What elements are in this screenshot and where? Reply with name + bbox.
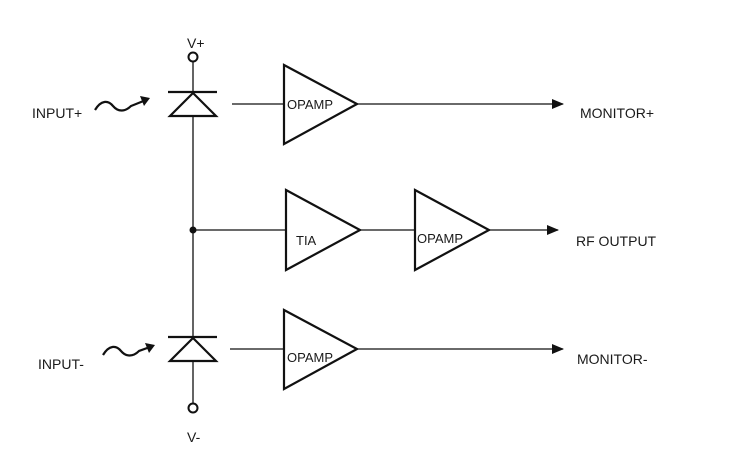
monitor-plus-label: MONITOR+	[580, 105, 654, 121]
input-plus-light-wave-icon	[94, 98, 147, 112]
top-photodiode	[167, 91, 219, 118]
input-minus-arrowhead-icon	[145, 343, 155, 353]
rf-output-label: RF OUTPUT	[576, 233, 657, 249]
bottom-photodiode	[167, 336, 219, 363]
opamp-middle-triangle	[413, 188, 492, 272]
opamp-top-label: OPAMP	[287, 97, 333, 112]
opamp-middle-label: OPAMP	[417, 231, 463, 246]
v-minus-label: V-	[187, 429, 201, 445]
input-plus-arrowhead-icon	[140, 96, 150, 106]
opamp-top-triangle	[282, 63, 360, 146]
opamp-bottom-triangle	[282, 308, 360, 391]
v-minus-terminal	[187, 402, 199, 414]
monitor-minus-label: MONITOR-	[577, 351, 648, 367]
opamp-bottom-label: OPAMP	[287, 350, 333, 365]
v-plus-terminal	[187, 51, 199, 63]
input-plus-label: INPUT+	[32, 105, 82, 121]
v-plus-label: V+	[187, 35, 205, 51]
input-minus-label: INPUT-	[38, 356, 84, 372]
tia-label: TIA	[296, 233, 317, 248]
tia-triangle	[284, 188, 363, 272]
input-minus-light-wave-icon	[102, 345, 151, 357]
